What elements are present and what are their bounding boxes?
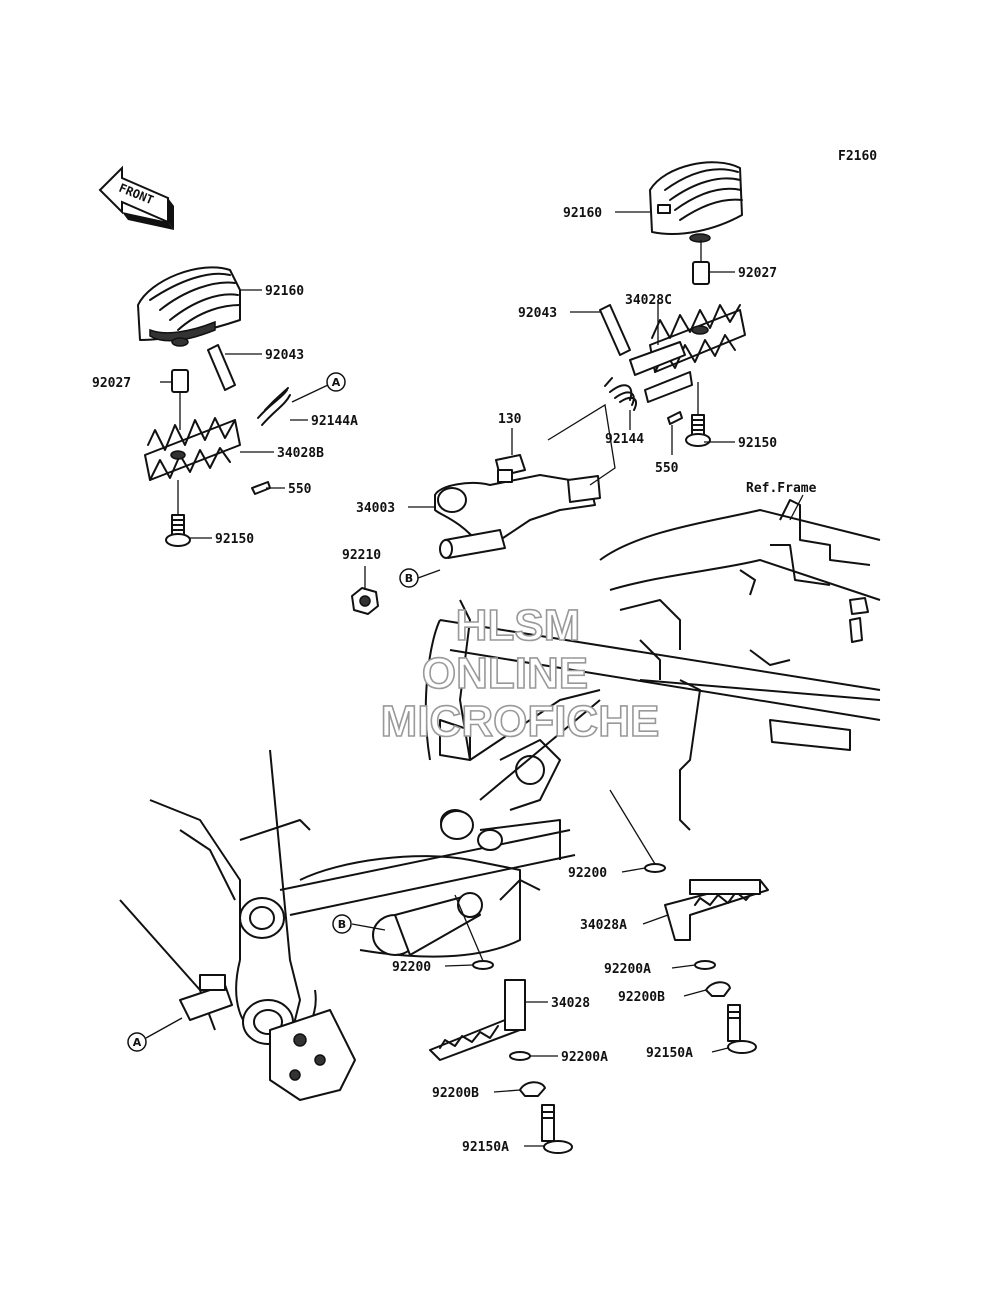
watermark-line-3: MICROFICHE: [381, 697, 660, 746]
right-footpeg-collar: [692, 261, 710, 285]
label-92160-left: 92160: [265, 284, 304, 299]
figure-code: F2160: [838, 149, 877, 164]
watermark-line-2: ONLINE: [422, 649, 588, 698]
front-arrow-icon: FRONT: [98, 165, 174, 230]
label-92200B-lower: 92200B: [432, 1086, 479, 1101]
right-footpeg-pin: [599, 304, 631, 356]
label-92144: 92144: [605, 432, 644, 447]
callout-B-upper: B: [399, 568, 419, 588]
svg-text:A: A: [133, 1036, 142, 1049]
label-92200-lower: 92200: [392, 960, 431, 975]
label-ref-frame: Ref.Frame: [746, 481, 817, 496]
label-34028: 34028: [551, 996, 590, 1011]
part-labels: 92160 92043 92027 92144A 34028B 550 9215…: [92, 206, 817, 1155]
label-92150-left: 92150: [215, 532, 254, 547]
left-footpeg-pin: [207, 344, 236, 391]
label-92043-right: 92043: [518, 306, 557, 321]
footpeg-bracket-arm: [434, 474, 601, 559]
clip-92200B-right: [705, 981, 731, 997]
label-92043-left: 92043: [265, 348, 304, 363]
pin-92150A-right: [727, 1004, 757, 1054]
label-92027-left: 92027: [92, 376, 131, 391]
leader-lines: [145, 211, 804, 1147]
left-footpeg-spring: [257, 387, 291, 426]
frame-illustration: [119, 499, 881, 1101]
right-footpeg-rubber: [649, 161, 743, 243]
watermark-line-1: HLSM: [456, 601, 581, 650]
label-34028B: 34028B: [277, 446, 324, 461]
left-footpeg-collar: [171, 369, 189, 393]
callout-B-lower: B: [332, 914, 352, 934]
washer-92200A-lower: [509, 1051, 531, 1061]
washer-92200A-right: [694, 960, 716, 970]
label-34003: 34003: [356, 501, 395, 516]
right-footpeg-bolt: [685, 414, 711, 447]
clip-92200B-lower: [519, 1081, 546, 1097]
label-92150A-lower: 92150A: [462, 1140, 509, 1155]
label-92200A-lower: 92200A: [561, 1050, 608, 1065]
washer-92200-lower: [472, 960, 494, 970]
svg-text:B: B: [405, 572, 413, 585]
label-550-right: 550: [655, 461, 679, 476]
left-footpeg-bolt: [165, 514, 191, 547]
watermark: HLSM ONLINE MICROFICHE: [380, 600, 660, 747]
label-34028A: 34028A: [580, 918, 627, 933]
label-92150-right: 92150: [738, 436, 777, 451]
callout-A-lower: A: [127, 1032, 147, 1052]
label-92160-right: 92160: [563, 206, 602, 221]
label-34028C: 34028C: [625, 293, 672, 308]
footpeg-34028: [429, 979, 526, 1061]
washer-92200-upper: [644, 863, 666, 873]
label-92210: 92210: [342, 548, 381, 563]
callout-A-upper: A: [326, 372, 346, 392]
label-92150A-right: 92150A: [646, 1046, 693, 1061]
label-92200A-right: 92200A: [604, 962, 651, 977]
left-footpeg-bracket: [144, 417, 241, 481]
bolt-130: [495, 454, 526, 483]
label-130: 130: [498, 412, 522, 427]
label-92200-upper: 92200: [568, 866, 607, 881]
label-92200B-right: 92200B: [618, 990, 665, 1005]
right-footpeg-spring: [604, 377, 638, 411]
pin-92150A-lower: [541, 1104, 573, 1154]
label-92027-right: 92027: [738, 266, 777, 281]
right-footpeg-bracket: [629, 304, 746, 403]
left-footpeg-rubber: [137, 266, 241, 347]
right-footpeg-cotter: [667, 411, 683, 425]
footpeg-34028A: [664, 879, 769, 941]
nut-92210: [351, 587, 379, 615]
svg-text:A: A: [332, 376, 341, 389]
svg-text:B: B: [338, 918, 346, 931]
label-92144A: 92144A: [311, 414, 358, 429]
label-550-left: 550: [288, 482, 312, 497]
